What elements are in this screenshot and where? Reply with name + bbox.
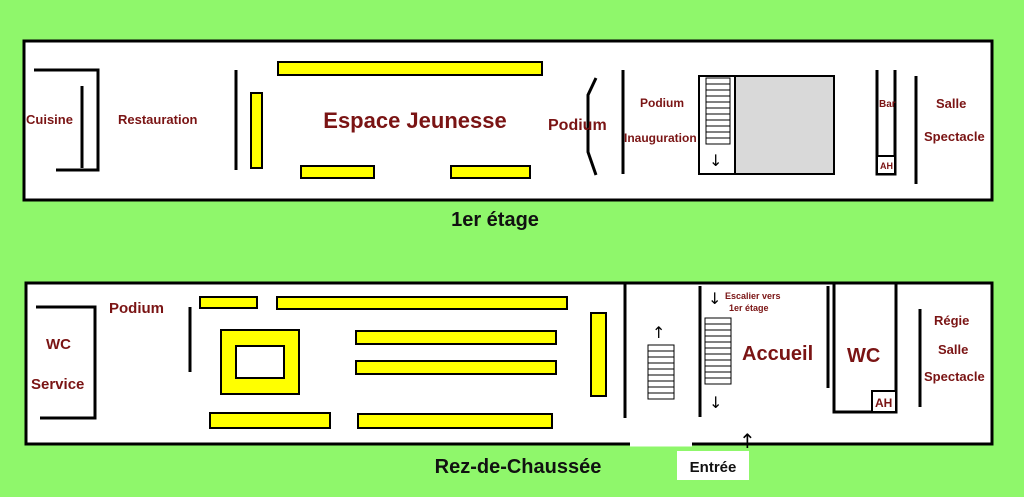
stair-down-arrow-icon-top: ↓ [708, 289, 721, 308]
label-podium-inauguration-2: Inauguration [624, 131, 697, 145]
ground-floor-title: Rez-de-Chaussée [435, 456, 602, 478]
label-podium-ground: Podium [109, 300, 164, 317]
stand-ground-bottom-left [209, 412, 331, 429]
label-salle-upper: Salle [936, 96, 966, 111]
label-ah-upper: AH [880, 161, 893, 171]
upper-staircase-frame [705, 77, 731, 145]
stand-ground-bottom-right [357, 413, 553, 429]
upper-floor-title: 1er étage [451, 209, 539, 231]
label-cuisine: Cuisine [26, 112, 73, 127]
label-wc: WC [847, 345, 880, 367]
ground-floor: WC Service Podium ↑ ↓ Esca [24, 281, 994, 447]
stand-ground-row-1 [355, 330, 557, 345]
upper-floor: Cuisine Restauration Espace Jeunesse Pod… [22, 39, 994, 202]
wc-wall [832, 283, 898, 414]
stand-upper-top [277, 61, 543, 76]
label-spectacle-upper: Spectacle [924, 129, 985, 144]
stand-ground-vertical [590, 312, 607, 397]
label-salle-ground: Salle [938, 342, 968, 357]
stand-upper-bottom-right [450, 165, 531, 179]
wc-service-wall [36, 305, 97, 420]
entrance-label-box [677, 451, 749, 480]
label-bar: Bar [879, 99, 896, 110]
entrance-arrow-icon: ↑ [739, 429, 756, 453]
stand-ground-top-long [276, 296, 568, 310]
label-restauration: Restauration [118, 112, 198, 127]
bar-ah-box [876, 155, 896, 175]
upper-stair-down-arrow-icon: ↓ [709, 151, 722, 170]
ground-staircase-right-frame [704, 317, 732, 385]
stand-upper-bottom-left [300, 165, 375, 179]
ground-staircase-left [647, 344, 675, 400]
podium-wall [586, 77, 598, 176]
label-wc-service-2: Service [31, 376, 84, 393]
label-wc-service-1: WC [46, 336, 71, 353]
label-accueil: Accueil [742, 343, 813, 365]
label-espace-jeunesse: Espace Jeunesse [323, 108, 506, 133]
label-regie: Régie [934, 313, 969, 328]
stand-ground-square-inner [235, 345, 285, 379]
ground-staircase-left-frame [647, 344, 675, 400]
label-escalier-2: 1er étage [729, 303, 769, 313]
stair-up-arrow-icon: ↑ [652, 323, 665, 342]
upper-gray-room [734, 75, 835, 175]
stand-upper-vertical [250, 92, 263, 169]
label-podium-inauguration-1: Podium [640, 96, 684, 110]
cuisine-wall [34, 68, 100, 172]
stand-ground-top-small [199, 296, 258, 309]
stand-ground-row-2 [355, 360, 557, 375]
wc-ah-box [871, 390, 897, 413]
label-spectacle-ground: Spectacle [924, 369, 985, 384]
label-podium-upper: Podium [548, 117, 607, 134]
upper-staircase [705, 77, 731, 145]
stair-down-arrow-icon-bottom: ↓ [709, 393, 722, 412]
label-ah-ground: AH [875, 396, 892, 410]
label-escalier-1: Escalier vers [725, 291, 781, 301]
label-entree: Entrée [690, 459, 737, 476]
ground-staircase-right [704, 317, 732, 385]
